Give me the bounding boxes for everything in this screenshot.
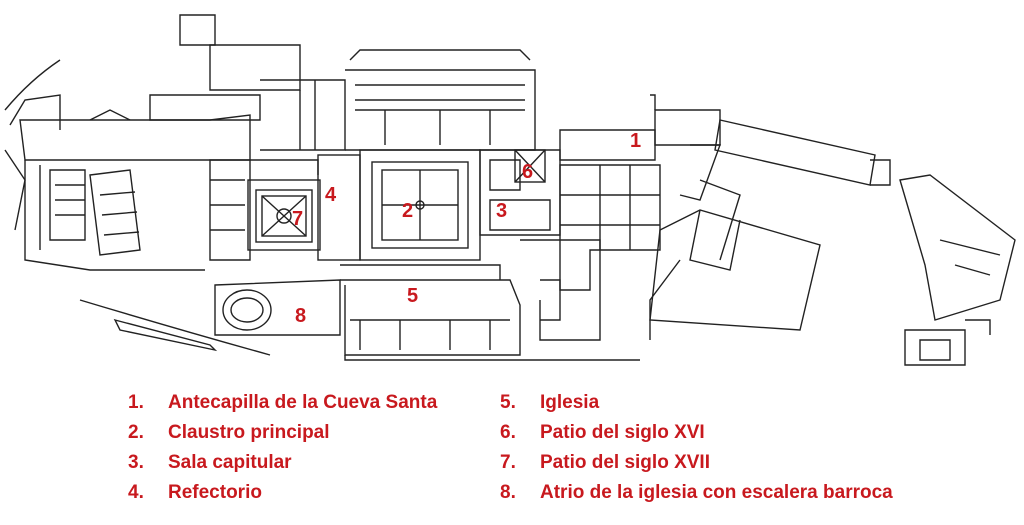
legend-number: 3. — [128, 452, 144, 473]
floor-plan: 1 2 3 4 5 6 7 8 — [4, 14, 1016, 366]
marker-6: 6 — [522, 161, 533, 183]
legend-item: 6. Patio del siglo XVI — [500, 418, 893, 448]
marker-1: 1 — [630, 130, 641, 152]
legend-number: 7. — [500, 452, 516, 473]
marker-8: 8 — [295, 305, 306, 327]
legend-text: Sala capitular — [168, 452, 292, 473]
legend-number: 1. — [128, 392, 144, 413]
legend-number: 6. — [500, 422, 516, 443]
legend-item: 7. Patio del siglo XVII — [500, 448, 893, 478]
legend-text: Patio del siglo XVI — [540, 422, 705, 443]
marker-3: 3 — [496, 200, 507, 222]
plan-walls — [4, 14, 1016, 366]
legend-number: 8. — [500, 482, 516, 503]
legend-number: 4. — [128, 482, 144, 503]
plan-markers: 1 2 3 4 5 6 7 8 — [292, 130, 641, 327]
legend-text: Iglesia — [540, 392, 600, 413]
legend-item: 2. Claustro principal — [128, 418, 437, 448]
legend-item: 5. Iglesia — [500, 388, 893, 418]
legend-item: 4. Refectorio — [128, 478, 437, 508]
legend-left: 1. Antecapilla de la Cueva Santa 2. Claust… — [128, 388, 437, 508]
legend-item: 3. Sala capitular — [128, 448, 437, 478]
legend-number: 2. — [128, 422, 144, 443]
legend-text: Antecapilla de la Cueva Santa — [168, 392, 438, 413]
legend-right: 5. Iglesia 6. Patio del siglo XVI 7. Patio … — [500, 388, 893, 508]
marker-5: 5 — [407, 285, 418, 307]
marker-2: 2 — [402, 200, 413, 222]
legend-text: Claustro principal — [168, 422, 330, 443]
legend-item: 1. Antecapilla de la Cueva Santa — [128, 388, 437, 418]
legend-text: Atrio de la iglesia con escalera barroca — [540, 482, 893, 503]
legend-text: Refectorio — [168, 482, 262, 503]
legend-item: 8. Atrio de la iglesia con escalera barro… — [500, 478, 893, 508]
legend-number: 5. — [500, 392, 516, 413]
marker-7: 7 — [292, 208, 303, 230]
marker-4: 4 — [325, 184, 337, 206]
legend-text: Patio del siglo XVII — [540, 452, 710, 473]
